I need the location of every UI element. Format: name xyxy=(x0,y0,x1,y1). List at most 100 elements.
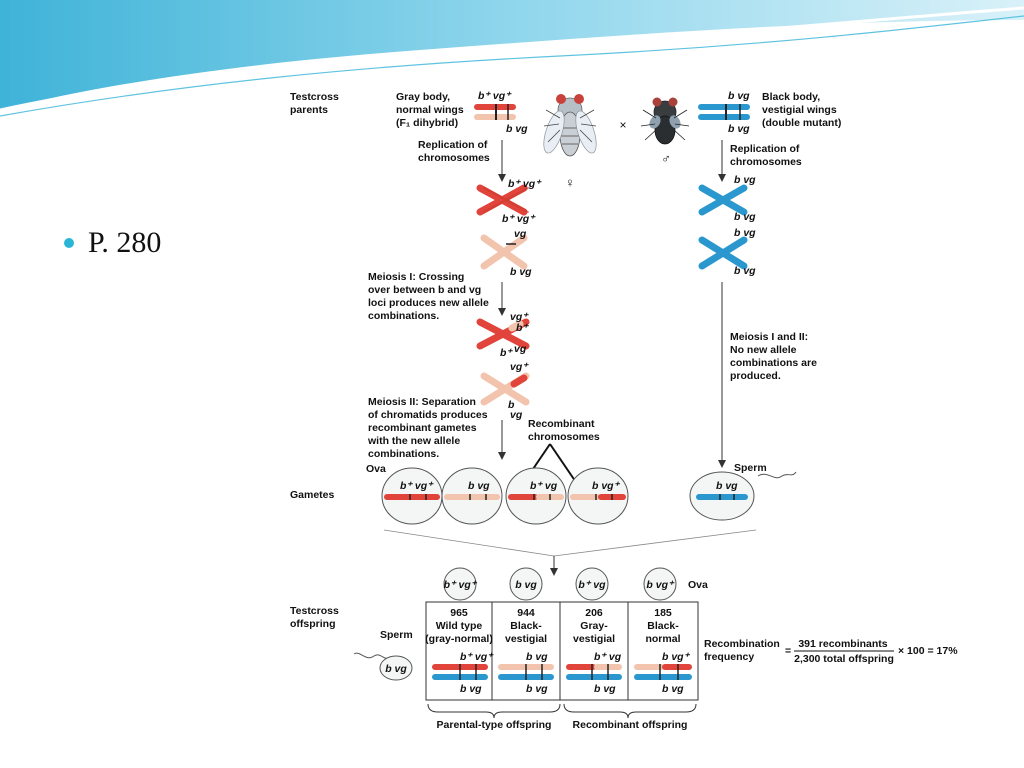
table-sperm-cell-label: b vg xyxy=(385,663,407,675)
bullet-item: P. 280 xyxy=(64,226,161,260)
ova-circle-3 xyxy=(575,567,609,601)
male-desc-1: Black body, xyxy=(762,91,820,103)
rep-red-label-bottom: b⁺ vg⁺ xyxy=(502,213,536,225)
converge-line-right xyxy=(553,529,757,557)
offspring-2-count: 944 xyxy=(517,607,535,619)
recombinant-offspring-label: Recombinant offspring xyxy=(573,719,688,730)
label-testcross-parents-2: parents xyxy=(290,104,328,116)
recombinant-label-2: chromosomes xyxy=(528,431,600,443)
table-sperm-label: Sperm xyxy=(380,629,413,641)
offspring-1-bottom: b vg xyxy=(460,683,482,695)
offspring-4-bottom: b vg xyxy=(662,683,684,695)
ovum-1 xyxy=(381,467,443,525)
offspring-4-count: 185 xyxy=(654,607,672,619)
ovum1-label: b⁺ vg⁺ xyxy=(400,480,434,492)
table-sperm-cell xyxy=(379,655,413,681)
offspring-3-chromosomes xyxy=(566,664,622,680)
offspring-4-line2: normal xyxy=(645,633,680,645)
replication-left-1: Replication of xyxy=(418,139,488,151)
offspring-1-line1: Wild type xyxy=(436,620,483,632)
label-testcross-offspring-2: offspring xyxy=(290,618,336,630)
offspring-1-chromosomes xyxy=(432,664,488,680)
ova-circle-2 xyxy=(509,567,543,601)
recomb-denominator: 2,300 total offspring xyxy=(794,653,894,665)
recomb-result: × 100 = 17% xyxy=(898,645,958,657)
offspring-4-chromosomes xyxy=(634,664,692,680)
recombinant-brace xyxy=(563,703,697,719)
offspring-3-top: b⁺ vg xyxy=(594,651,622,663)
female-desc-2: normal wings xyxy=(396,104,464,116)
male-desc-3: (double mutant) xyxy=(762,117,841,129)
offspring-4-line1: Black- xyxy=(647,620,679,632)
meiosis1-line1: Meiosis I: Crossing xyxy=(368,271,464,283)
rep-blue2-label-bottom: b vg xyxy=(734,265,756,277)
female-top-allele: b⁺ vg⁺ xyxy=(478,90,512,102)
meiosis1-line4: combinations. xyxy=(368,310,439,322)
cross-pink-label-top: vg⁺ xyxy=(510,361,529,373)
cross-pink-label-bottom: b xyxy=(508,399,515,411)
cross-red-label-bottom: b⁺ xyxy=(500,347,513,359)
meiosis1-line3: loci produces new allele xyxy=(368,297,489,309)
meiosis1-line2: over between b and vg xyxy=(368,284,481,296)
male-meiosis-line2: No new allele xyxy=(730,344,797,356)
offspring-2-chromosomes xyxy=(498,664,554,680)
ovum-2 xyxy=(441,467,503,525)
rep-blue1-label-bottom: b vg xyxy=(734,211,756,223)
bullet-text: P. 280 xyxy=(88,226,162,259)
meiosis2-line3: recombinant gametes xyxy=(368,422,477,434)
ova-circle-3-label: b⁺ vg xyxy=(578,579,606,591)
crossover-red-chromosome xyxy=(476,318,530,350)
offspring-2-line2: vestigial xyxy=(505,633,547,645)
parental-offspring-label: Parental-type offspring xyxy=(437,719,552,730)
crossover-pink-chromosome xyxy=(480,372,530,406)
cross-pink-label-bottom2: vg xyxy=(510,409,523,421)
ova-circle-4 xyxy=(643,567,677,601)
sperm-cell xyxy=(689,471,755,521)
rep-pink-label-bottom: b vg xyxy=(510,266,532,278)
offspring-table xyxy=(425,601,699,701)
ova-circle-1-label: b⁺ vg⁺ xyxy=(444,579,478,591)
recomb-numerator: 391 recombinants xyxy=(798,638,887,650)
cross-red-label-bottom2: vg xyxy=(514,343,527,355)
female-bottom-allele: b vg xyxy=(506,123,528,135)
ovum2-label: b vg xyxy=(468,480,490,492)
female-desc-3: (F₁ dihybrid) xyxy=(396,117,458,129)
cross-red-label-top: vg⁺ xyxy=(510,311,529,323)
label-testcross-parents-1: Testcross xyxy=(290,91,339,103)
replicated-blue-chromosome-1 xyxy=(698,184,748,216)
replication-right-1: Replication of xyxy=(730,143,800,155)
sperm-tail-icon xyxy=(757,471,797,479)
offspring-3-bottom: b vg xyxy=(594,683,616,695)
sperm-cell-label: b vg xyxy=(716,480,738,492)
male-top-allele: b vg xyxy=(728,90,750,102)
parental-brace xyxy=(427,703,561,719)
ova-circle-1 xyxy=(443,567,477,601)
ovum3-label: b⁺ vg xyxy=(530,480,558,492)
offspring-3-count: 206 xyxy=(585,607,603,619)
ovum-4 xyxy=(567,467,629,525)
offspring-2-line1: Black- xyxy=(510,620,542,632)
converge-line-left xyxy=(383,529,555,557)
table-sperm-tail-icon xyxy=(353,652,389,659)
rep-red-label-top: b⁺ vg⁺ xyxy=(508,178,542,190)
rep-pink-label-top: vg xyxy=(514,228,527,240)
replication-right-2: chromosomes xyxy=(730,156,802,168)
replication-left-2: chromosomes xyxy=(418,152,490,164)
ova-label: Ova xyxy=(366,463,386,475)
rep-blue1-label-top: b vg xyxy=(734,174,756,186)
female-symbol: ♀ xyxy=(565,175,575,190)
offspring-3-line2: vestigial xyxy=(573,633,615,645)
recomb-freq-label-2: frequency xyxy=(704,651,754,663)
recomb-freq-label-1: Recombination xyxy=(704,638,780,650)
ovum-3 xyxy=(505,467,567,525)
rep-blue2-label-top: b vg xyxy=(734,227,756,239)
male-meiosis-line1: Meiosis I and II: xyxy=(730,331,808,343)
offspring-4-top: b vg⁺ xyxy=(662,651,691,663)
meiosis2-line5: combinations. xyxy=(368,448,439,460)
meiosis2-line2: of chromatids produces xyxy=(368,409,488,421)
male-fly-icon xyxy=(640,97,690,145)
bullet-dot-icon xyxy=(64,238,74,248)
male-meiosis-line3: combinations are xyxy=(730,357,817,369)
testcross-figure: Testcross parents Gametes Testcross offs… xyxy=(288,84,968,730)
meiosis2-line4: with the new allele xyxy=(367,435,460,447)
